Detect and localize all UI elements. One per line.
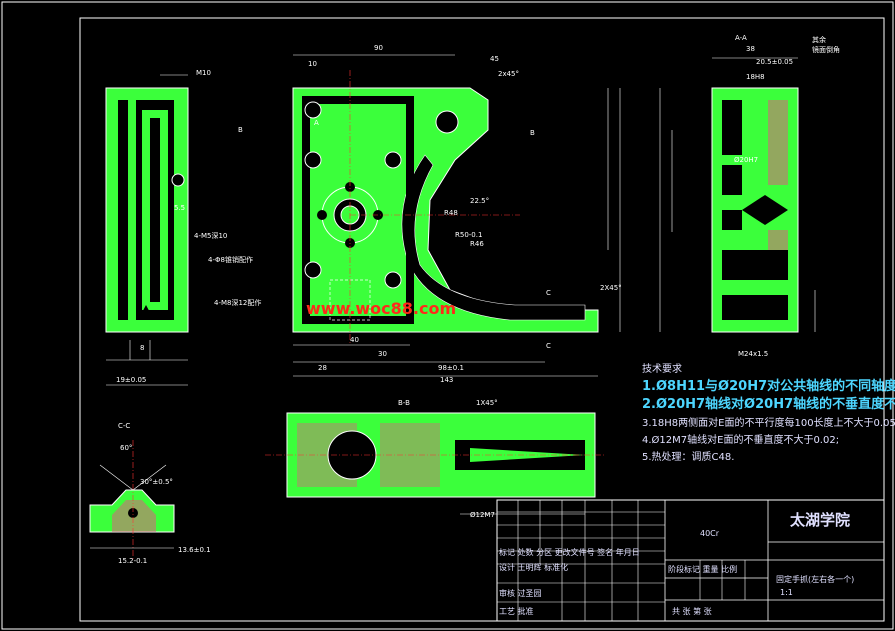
tb-header-row: 标记 处数 分区 更改文件号 签名 年月日: [499, 547, 640, 557]
title-b-b: B-B: [398, 399, 410, 407]
tb-review-row: 审核 过圣园: [499, 588, 542, 598]
watermark: www.woc88.com: [306, 299, 456, 318]
title-a-a: A-A: [735, 34, 747, 42]
tb-process-row: 工艺 批准: [499, 606, 534, 616]
title-block: [496, 499, 885, 622]
dim-chamfer-top: 2x45°: [498, 70, 519, 78]
tech-heading: 技术要求: [642, 362, 682, 375]
section-mark-a: A: [314, 119, 319, 127]
dim-5-5: 5.5: [174, 204, 185, 212]
dim-chamfer-right: 2X45°: [600, 284, 622, 292]
tb-design-row: 设计 王明辉 标准化: [499, 562, 568, 572]
dim-phi12m7: Ø12M7: [470, 511, 495, 519]
section-mark-c-top: C: [546, 289, 551, 297]
tb-stage-row: 阶段标记 重量 比例: [668, 564, 737, 574]
dim-8: 8: [140, 344, 144, 352]
title-c-c: C-C: [118, 422, 130, 430]
label-4-m8: 4-M8深12配作: [214, 298, 261, 307]
note-top-right-2: 镜面倒角: [812, 45, 840, 54]
dim-15-2: 15.2-0.1: [118, 557, 147, 565]
tech-req-5: 5.热处理：调质C48.: [642, 450, 734, 463]
section-mark-b-left: B: [238, 126, 243, 134]
dim-20-5: 20.5±0.05: [756, 58, 793, 66]
dim-90: 90: [374, 44, 383, 52]
dim-143: 143: [440, 376, 453, 384]
tech-req-2: 2.Ø20H7轴线对Ø20H7轴线的不垂直度不大: [642, 396, 895, 412]
dim-r50: R50-0.1: [455, 231, 482, 239]
section-mark-c-bottom: C: [546, 342, 551, 350]
dim-98: 98±0.1: [438, 364, 464, 372]
section-c-c: [89, 440, 175, 560]
section-b-b: [265, 412, 605, 515]
tech-req-4: 4.Ø12M7轴线对E面的不垂直度不大于0.02;: [642, 433, 839, 446]
label-4-phi8: 4-Φ8锥销配作: [208, 255, 253, 264]
dim-13-6: 13.6±0.1: [178, 546, 211, 554]
tb-sheet-row: 共 张 第 张: [672, 606, 712, 616]
dim-22-5: 22.5°: [470, 197, 489, 205]
tech-req-1: 1.Ø8H11与Ø20H7对公共轴线的不同轴度: [642, 378, 895, 394]
left-side-view: [105, 74, 189, 386]
dim-m10: M10: [196, 69, 211, 77]
dim-40: 40: [350, 336, 359, 344]
dim-38: 38: [746, 45, 755, 53]
dim-chamfer-bb: 1X45°: [476, 399, 498, 407]
dim-60: 60°: [120, 444, 132, 452]
section-a-a: [659, 57, 816, 333]
dim-18h8: 18H8: [746, 73, 765, 81]
dim-r48: R48: [444, 209, 458, 217]
front-view: [292, 54, 621, 377]
scale-value: 1:1: [780, 588, 793, 597]
school-name: 太湖学院: [790, 511, 850, 529]
section-mark-b-right: B: [530, 129, 535, 137]
dim-19: 19±0.05: [116, 376, 146, 384]
material: 40Cr: [700, 529, 720, 538]
note-top-right: 其余: [812, 35, 826, 44]
dim-28: 28: [318, 364, 327, 372]
dim-30-cc: 30°±0.5°: [140, 478, 173, 486]
label-4-m5: 4-M5深10: [194, 231, 227, 240]
dim-m24: M24x1.5: [738, 350, 768, 358]
dim-30: 30: [378, 350, 387, 358]
part-name: 固定手抓(左右各一个): [776, 574, 854, 584]
tech-req-3: 3.18H8两侧面对E面的不平行度每100长度上不大于0.05;: [642, 416, 895, 429]
dim-10: 10: [308, 60, 317, 68]
inner-frame: [79, 17, 885, 622]
dim-phi20h7-right: Ø20H7: [734, 156, 758, 164]
dim-r46: R46: [470, 240, 484, 248]
dim-45: 45: [490, 55, 499, 63]
